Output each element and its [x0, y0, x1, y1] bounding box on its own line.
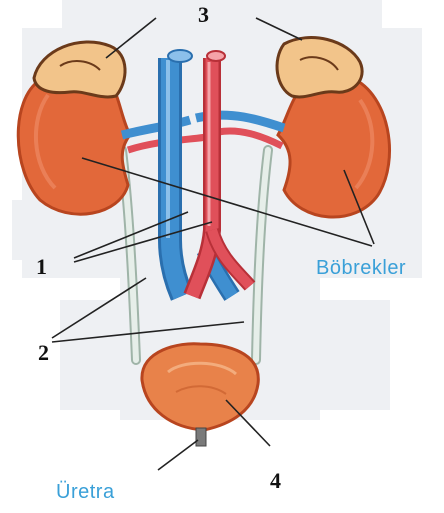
label-kidneys: Böbrekler [316, 258, 406, 278]
label-number-4: 4 [270, 470, 281, 492]
label-urethra: Üretra [56, 482, 115, 502]
label-number-1: 1 [36, 256, 47, 278]
urethra [196, 428, 206, 446]
label-number-3: 3 [198, 4, 209, 26]
label-number-2: 2 [38, 342, 49, 364]
